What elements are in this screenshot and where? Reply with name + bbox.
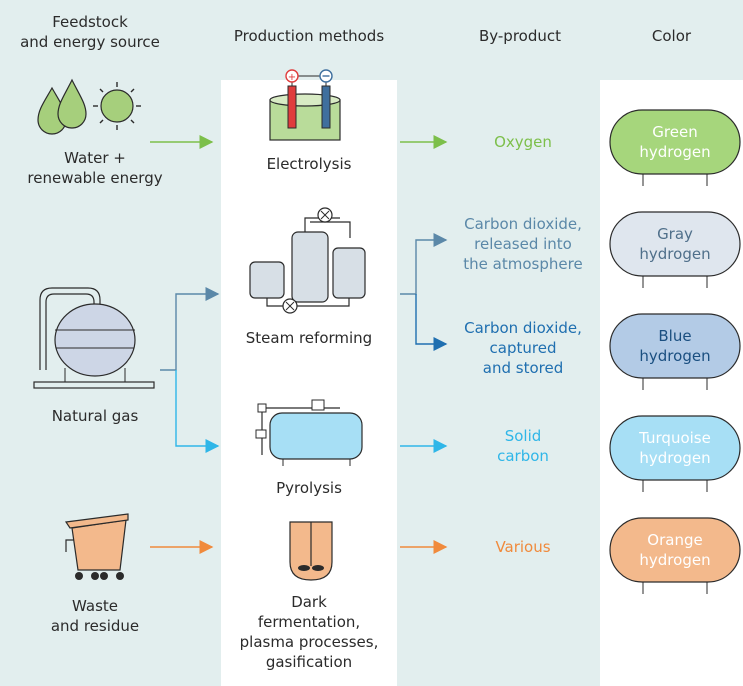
arrow-steam-to-co2-released	[400, 233, 448, 295]
header-color: Color	[651, 27, 692, 45]
method-steam-label: Steam reforming	[245, 329, 373, 347]
pyrolysis-icon	[255, 399, 363, 466]
byproduct-solid-carbon-label: Solid carbon	[497, 427, 549, 465]
color-orange-label: Orange hydrogen	[639, 531, 711, 569]
production-column-band	[221, 80, 397, 686]
water-drops-icon	[37, 78, 87, 135]
orange-hydrogen-tank-icon	[609, 517, 741, 594]
feedstock-waste-label: Waste and residue	[50, 597, 140, 635]
waste-container-icon	[64, 513, 129, 580]
svg-text:+: +	[288, 72, 296, 83]
arrow-gas-to-pyrolysis	[175, 370, 220, 453]
steam-reforming-icon	[249, 207, 366, 314]
arrow-steam-to-co2-captured	[415, 294, 448, 351]
sun-icon	[93, 82, 141, 130]
header-feedstock: Feedstock and energy source	[20, 13, 160, 51]
arrow-gas-to-steam	[160, 287, 220, 371]
method-electrolysis-label: Electrolysis	[266, 155, 352, 173]
header-production-methods: Production methods	[233, 27, 385, 45]
dark-fermentation-icon	[289, 521, 333, 581]
header-by-product: By-product	[478, 27, 561, 45]
color-column-band	[600, 80, 743, 686]
byproduct-oxygen-label: Oxygen	[494, 133, 552, 151]
turquoise-hydrogen-tank-icon	[609, 415, 741, 492]
feedstock-gas-label: Natural gas	[51, 407, 139, 425]
green-hydrogen-tank-icon	[609, 109, 741, 186]
byproduct-co2-released-label: Carbon dioxide, released into the atmosp…	[463, 215, 583, 273]
color-green-label: Green hydrogen	[639, 123, 711, 161]
method-dark-label: Dark fermentation, plasma processes, gas…	[239, 593, 379, 671]
electrolysis-icon: +	[269, 69, 341, 141]
color-turquoise-label: Turquoise hydrogen	[639, 429, 711, 467]
byproduct-various-label: Various	[495, 538, 551, 556]
natural-gas-tank-icon	[33, 287, 155, 389]
color-gray-label: Gray hydrogen	[639, 225, 711, 263]
feedstock-water-label: Water + renewable energy	[27, 149, 163, 187]
blue-hydrogen-tank-icon	[609, 313, 741, 390]
byproduct-co2-captured-label: Carbon dioxide, captured and stored	[464, 319, 582, 377]
method-pyrolysis-label: Pyrolysis	[276, 479, 342, 497]
gray-hydrogen-tank-icon	[609, 211, 741, 288]
color-blue-label: Blue hydrogen	[639, 327, 711, 365]
